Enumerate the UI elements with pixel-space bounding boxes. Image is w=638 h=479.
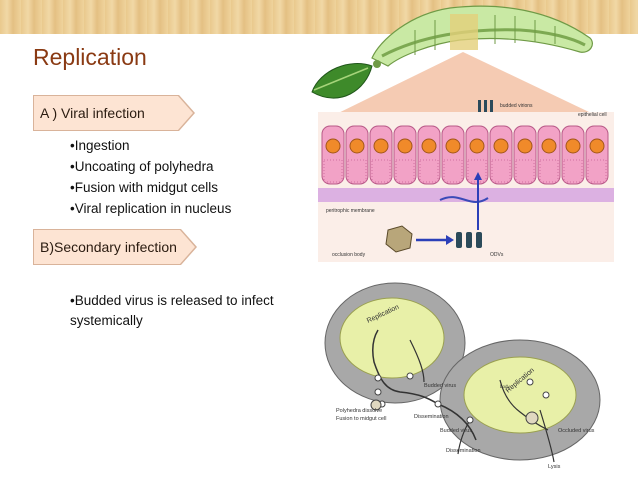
tag-arrow bbox=[178, 95, 195, 131]
nucleus bbox=[589, 138, 605, 154]
microvilli bbox=[443, 159, 463, 183]
label-polyhedra: Polyhedra dissolve bbox=[336, 408, 382, 414]
microvilli bbox=[515, 159, 535, 183]
label-dissemination: Dissemination bbox=[446, 448, 481, 454]
label-occluded-virus: Occluded virus bbox=[558, 428, 595, 434]
epithelial-cell bbox=[417, 125, 441, 185]
microvilli bbox=[419, 159, 439, 183]
epithelial-cell bbox=[561, 125, 585, 185]
nucleus bbox=[325, 138, 341, 154]
epithelial-cell bbox=[489, 125, 513, 185]
label-dissemination: Dissemination bbox=[414, 414, 449, 420]
label-budded-virus: Budded virus bbox=[440, 428, 472, 434]
label-fusion: Fusion to midgut cell bbox=[336, 416, 386, 422]
epithelial-cell bbox=[321, 125, 345, 185]
microvilli bbox=[395, 159, 415, 183]
replication-cycle-diagram bbox=[324, 282, 601, 463]
odv-icon bbox=[456, 232, 482, 248]
label-lysis: Lysis bbox=[548, 464, 561, 470]
epithelial-cell bbox=[585, 125, 609, 185]
epithelial-cell bbox=[393, 125, 417, 185]
microvilli bbox=[347, 159, 367, 183]
epithelial-cell bbox=[369, 125, 393, 185]
nucleus bbox=[421, 138, 437, 154]
microvilli bbox=[323, 159, 343, 183]
leaf-illustration bbox=[311, 63, 373, 99]
label-odvs: ODVs bbox=[490, 252, 504, 258]
caterpillar-illustration bbox=[371, 5, 593, 68]
microvilli bbox=[587, 159, 607, 183]
occlusion-body-icon bbox=[385, 225, 413, 253]
nucleus bbox=[565, 138, 581, 154]
nucleus bbox=[517, 138, 533, 154]
nucleus bbox=[493, 138, 509, 154]
epithelial-cell bbox=[345, 125, 369, 185]
microvilli bbox=[563, 159, 583, 183]
nucleus bbox=[349, 138, 365, 154]
section-b-tag: B)Secondary infection bbox=[33, 229, 197, 265]
nucleus bbox=[541, 138, 557, 154]
bullet-item: •Uncoating of polyhedra bbox=[70, 159, 214, 174]
label-epithelial-cell: epithelial cell bbox=[578, 112, 607, 118]
section-b-text: •Budded virus is released to infect syst… bbox=[70, 293, 274, 328]
label-occlusion-body: occlusion body bbox=[332, 252, 366, 258]
page-title: Replication bbox=[33, 44, 147, 70]
label-peritrophic: peritrophic membrane bbox=[326, 208, 375, 214]
epithelial-cell bbox=[537, 125, 561, 185]
epithelial-cell bbox=[513, 125, 537, 185]
epithelial-cell bbox=[441, 125, 465, 185]
zoom-cone bbox=[320, 52, 610, 122]
section-a-label: A ) Viral infection bbox=[40, 105, 145, 121]
nucleus bbox=[373, 138, 389, 154]
section-b-label: B)Secondary infection bbox=[40, 239, 177, 255]
label-budded-virions: budded virions bbox=[500, 103, 533, 109]
budded-virion-icon bbox=[478, 100, 493, 112]
section-a-bullets: •Ingestion •Uncoating of polyhedra •Fusi… bbox=[70, 135, 231, 219]
epithelial-cells bbox=[321, 125, 609, 185]
bullet-item: •Ingestion bbox=[70, 138, 130, 153]
microvilli bbox=[539, 159, 559, 183]
section-a-tag: A ) Viral infection bbox=[33, 95, 195, 131]
peritrophic-membrane bbox=[318, 188, 614, 202]
nucleus bbox=[469, 138, 485, 154]
bullet-item: •Fusion with midgut cells bbox=[70, 180, 219, 195]
nucleus bbox=[445, 138, 461, 154]
nucleus bbox=[397, 138, 413, 154]
microvilli bbox=[491, 159, 511, 183]
label-budded-virus: Budded virus bbox=[424, 383, 456, 389]
bullet-item: •Viral replication in nucleus bbox=[70, 201, 232, 216]
microvilli bbox=[371, 159, 391, 183]
label-body: body bbox=[500, 384, 511, 389]
tag-arrow bbox=[180, 229, 197, 265]
